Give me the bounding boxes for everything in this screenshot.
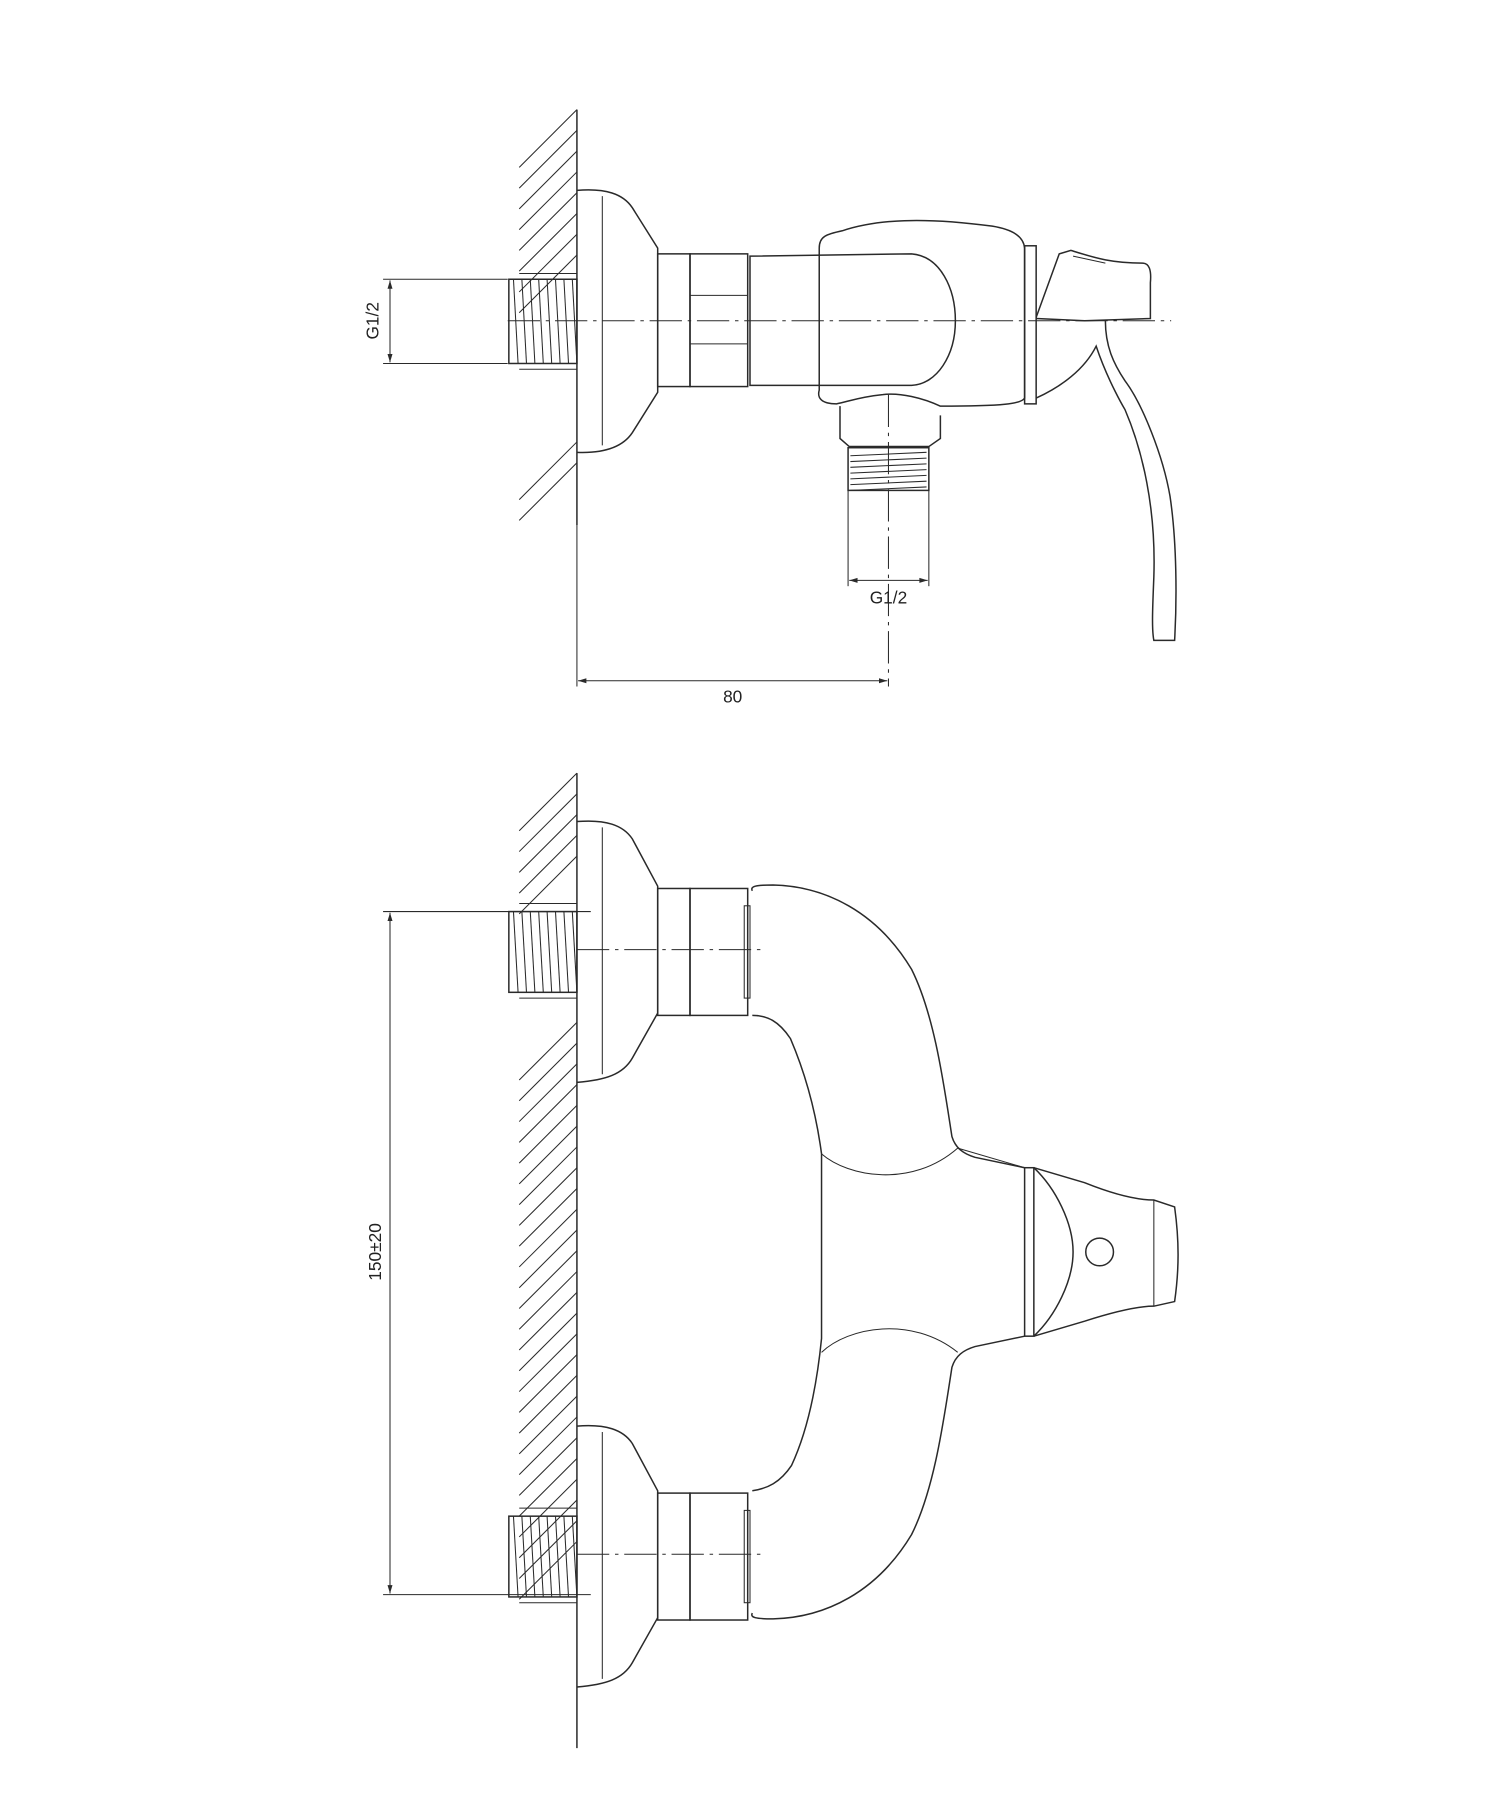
- hatch-line: [518, 1208, 578, 1268]
- hatch-line: [518, 213, 578, 272]
- hatch-line: [518, 1105, 578, 1164]
- hatch-line: [518, 1188, 578, 1247]
- dimension-outlet-thread: G1/2: [849, 577, 928, 607]
- dimension-label: G1/2: [870, 587, 908, 607]
- hatch-line: [518, 1520, 578, 1579]
- hatch-line: [518, 835, 578, 894]
- mixer-body: [749, 219, 1026, 587]
- mixer-body: [751, 884, 1025, 1620]
- dimension-projection: 80: [576, 525, 888, 707]
- front-view: 150±20: [365, 772, 1179, 1749]
- dimension-label: 150±20: [365, 1223, 385, 1281]
- hatch-line: [518, 254, 578, 314]
- hatch-line: [518, 1063, 578, 1122]
- hatch-line: [518, 130, 578, 189]
- hatch-line: [518, 1312, 578, 1372]
- hatch-line: [518, 1146, 578, 1206]
- hatch-line: [518, 1250, 578, 1309]
- hatch-line: [518, 109, 578, 168]
- hatch-line: [518, 233, 578, 293]
- hatch-line: [518, 1437, 578, 1496]
- dimension-label: 80: [723, 687, 742, 707]
- hatch-line: [518, 1084, 578, 1143]
- lever-handle: [1023, 245, 1177, 642]
- inlet-assembly-bottom: [508, 1424, 764, 1688]
- hatch-line: [518, 1416, 578, 1476]
- side-view: G1/2 G1/2 80: [362, 109, 1177, 707]
- wall-hatching: [518, 772, 578, 1600]
- hatch-line: [518, 772, 578, 832]
- hatch-line: [518, 192, 578, 251]
- hatch-line: [518, 441, 578, 501]
- hatch-line: [518, 1333, 578, 1392]
- wall-hatching: [518, 109, 578, 521]
- hatch-line: [518, 1125, 578, 1185]
- hatch-line: [518, 855, 578, 915]
- hatch-line: [518, 1021, 578, 1081]
- hatch-line: [518, 462, 578, 521]
- hatch-line: [518, 1042, 578, 1102]
- hatch-line: [518, 1395, 578, 1455]
- hatch-line: [518, 814, 578, 873]
- connection-nut: [656, 253, 749, 388]
- handle-hole: [1085, 1237, 1115, 1267]
- hatch-line: [518, 1354, 578, 1413]
- hatch-line: [518, 1229, 578, 1289]
- dimension-inlet-thread: G1/2: [362, 278, 508, 364]
- dimension-inlet-spacing: 150±20: [365, 911, 591, 1596]
- hatch-line: [518, 150, 578, 210]
- lever-handle: [1023, 1166, 1179, 1337]
- escutcheon: [576, 189, 659, 454]
- hatch-line: [518, 1167, 578, 1226]
- dimension-label: G1/2: [362, 302, 382, 340]
- hatch-line: [518, 1271, 578, 1330]
- hatch-line: [518, 1458, 578, 1517]
- hatch-line: [518, 171, 578, 231]
- hatch-line: [518, 1541, 578, 1600]
- hatch-line: [518, 793, 578, 852]
- inlet-assembly-top: [508, 820, 764, 1084]
- inlet-thread: [508, 272, 578, 370]
- hatch-line: [518, 1375, 578, 1434]
- hatch-line: [518, 1291, 578, 1351]
